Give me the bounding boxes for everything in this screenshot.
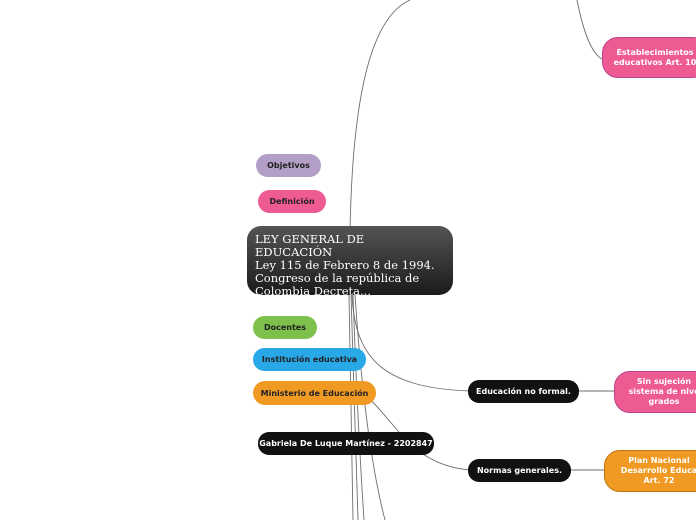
node-plan-nacional-line-3: Art. 72 <box>643 476 675 485</box>
node-establecimientos-line-1: Establecimientos <box>616 47 694 57</box>
node-institucion-educativa[interactable]: Institución educativa <box>253 348 366 371</box>
connector-no-formal <box>351 294 471 392</box>
node-plan-nacional-line-2: Desarrollo Educa <box>620 466 696 475</box>
node-author-label: Gabriela De Luque Martínez - 2202847 <box>259 439 433 448</box>
node-objetivos[interactable]: Objetivos <box>256 154 321 177</box>
connector-down-3 <box>352 294 365 520</box>
node-docentes[interactable]: Docentes <box>253 316 317 339</box>
node-docentes-label: Docentes <box>263 323 306 332</box>
central-topic-line-4: Colombia Decreta... <box>255 284 371 298</box>
node-establecimientos-line-2: educativos Art. 10 <box>613 57 696 67</box>
node-definicion[interactable]: Definición <box>258 190 326 213</box>
central-topic-line-2: Ley 115 de Febrero 8 de 1994. <box>255 258 435 272</box>
connector-down-4 <box>354 294 386 520</box>
node-objetivos-label: Objetivos <box>267 161 310 170</box>
node-plan-nacional[interactable]: Plan Nacional Desarrollo Educa Art. 72 <box>604 450 696 492</box>
node-normas-generales-label: Normas generales. <box>476 466 562 475</box>
node-sin-sujecion-line-3: grados <box>648 397 680 406</box>
node-educacion-no-formal[interactable]: Educación no formal. <box>468 380 579 403</box>
node-sin-sujecion[interactable]: Sin sujeción sistema de nive grados <box>614 371 696 413</box>
node-ministerio-educacion-label: Ministerio de Educación <box>260 388 369 398</box>
node-sin-sujecion-line-1: Sin sujeción <box>636 377 692 386</box>
node-plan-nacional-line-1: Plan Nacional <box>628 456 690 465</box>
central-topic[interactable]: LEY GENERAL DE EDUCACIÓN Ley 115 de Febr… <box>247 226 453 298</box>
central-topic-line-1: LEY GENERAL DE EDUCACIÓN <box>255 232 365 259</box>
connector-top <box>349 0 411 233</box>
connector-down-2 <box>350 294 359 520</box>
node-educacion-no-formal-label: Educación no formal. <box>476 387 571 396</box>
connector-top-right <box>576 0 605 61</box>
node-sin-sujecion-line-2: sistema de nive <box>628 387 696 396</box>
connector-down-1 <box>348 294 354 520</box>
node-normas-generales[interactable]: Normas generales. <box>468 459 571 482</box>
node-ministerio-educacion[interactable]: Ministerio de Educación <box>253 381 376 405</box>
central-topic-line-3: Congreso de la república de <box>255 271 420 285</box>
node-author[interactable]: Gabriela De Luque Martínez - 2202847 <box>258 432 434 455</box>
node-definicion-label: Definición <box>269 197 315 206</box>
node-establecimientos-educativos[interactable]: Establecimientos educativos Art. 10 <box>602 37 696 78</box>
node-institucion-educativa-label: Institución educativa <box>261 355 358 364</box>
